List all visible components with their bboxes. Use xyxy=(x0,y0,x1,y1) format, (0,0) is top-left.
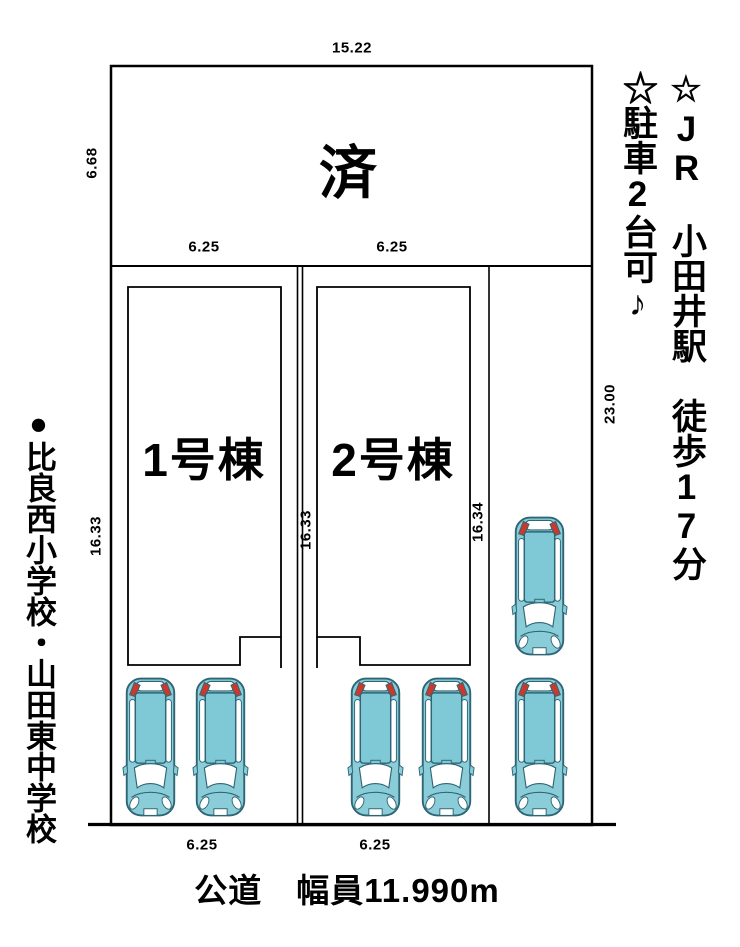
car-icon xyxy=(347,677,404,817)
dim-plot2-top-width: 6.25 xyxy=(376,238,408,256)
road-label: 公道 幅員11.990m xyxy=(194,872,500,909)
dim-site-right-depth: 23.00 xyxy=(601,383,619,425)
dim-sold-area-left-depth: 6.68 xyxy=(83,147,101,179)
dim-site-top-width: 15.22 xyxy=(331,39,373,57)
car-icon xyxy=(511,677,568,817)
building-2-label: 2号棟 xyxy=(331,434,455,486)
car-icon xyxy=(122,677,179,817)
dim-plot1-top-width: 6.25 xyxy=(188,238,220,256)
car-icon xyxy=(511,516,568,656)
station-note: ☆JR 小田井駅 徒歩17分 xyxy=(667,70,706,581)
parking-note: ☆駐車2台可♪ xyxy=(618,70,657,323)
building-1-label: 1号棟 xyxy=(142,434,266,486)
dim-plot1-bottom-width: 6.25 xyxy=(186,836,218,854)
sold-mark: 済 xyxy=(318,141,378,206)
building-1-footprint xyxy=(127,286,282,666)
dim-plot2-left-depth: 16.33 xyxy=(297,509,315,551)
dim-plot2-bottom-width: 6.25 xyxy=(359,836,391,854)
dim-plot2-right-depth: 16.34 xyxy=(469,501,487,543)
schools-note: ●比良西小学校・山田東中学校 xyxy=(21,406,56,844)
car-icon xyxy=(418,677,475,817)
dim-plot1-left-depth: 16.33 xyxy=(87,515,105,557)
car-icon xyxy=(192,677,249,817)
